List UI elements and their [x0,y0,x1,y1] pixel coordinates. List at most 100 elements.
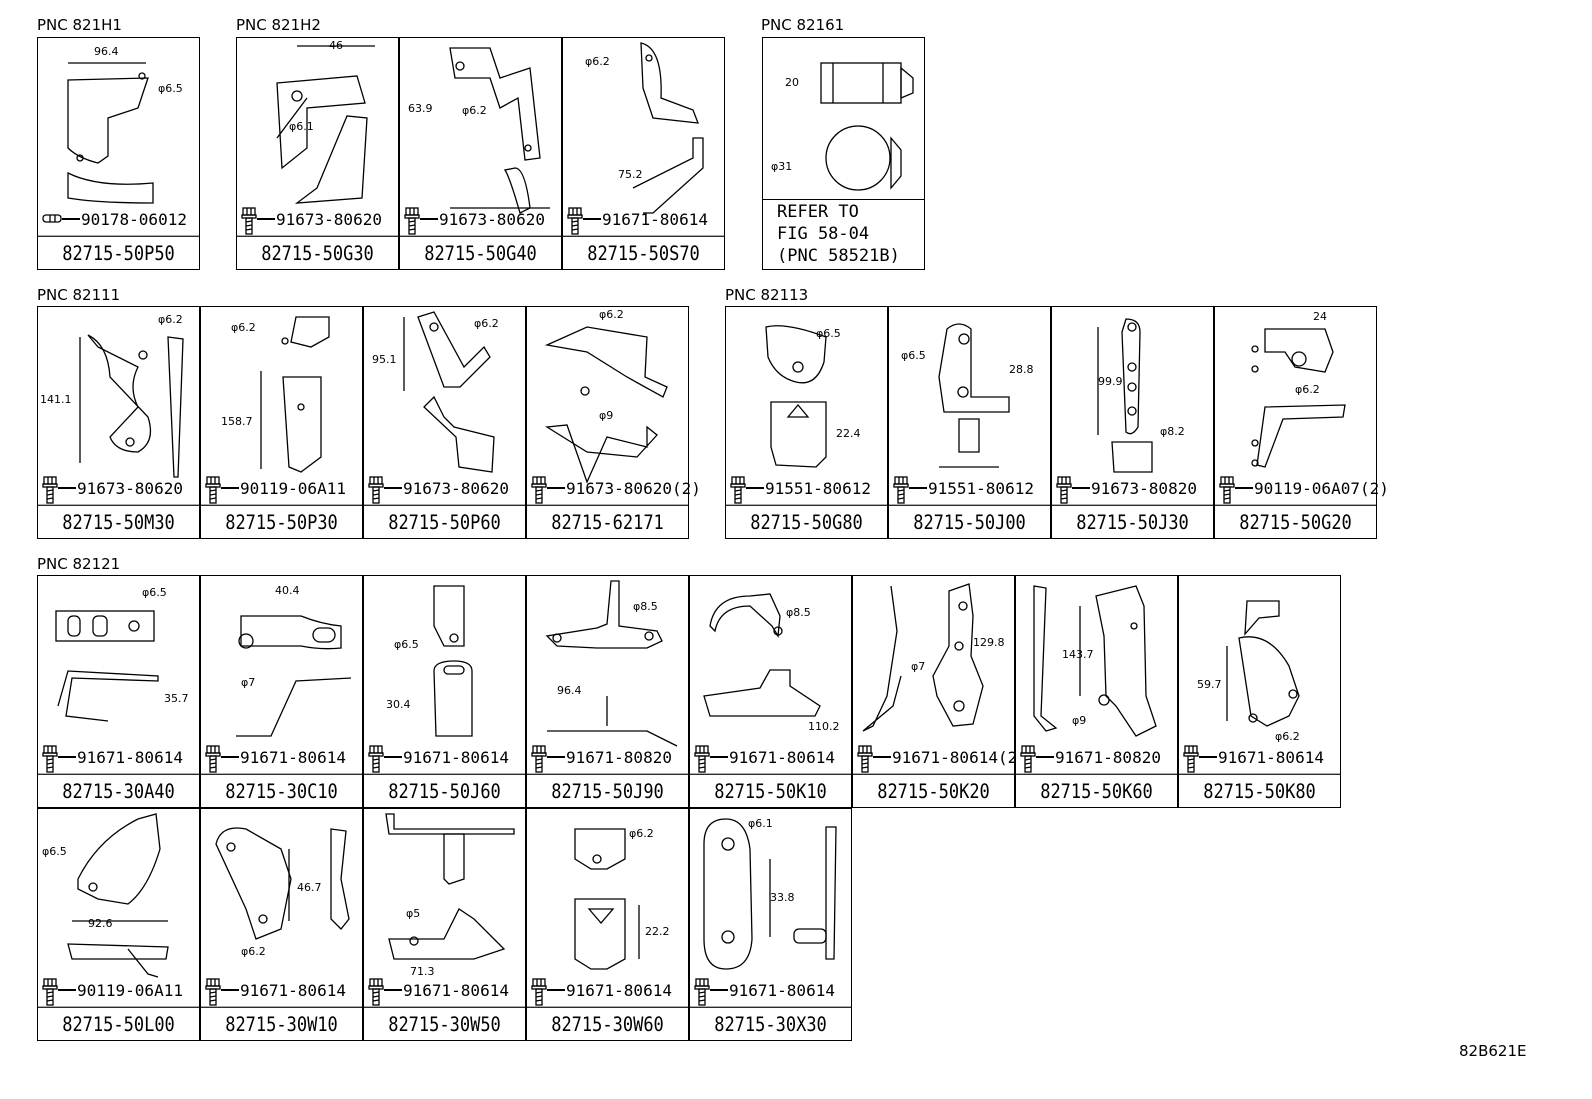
fastener-part-number: 91671-80614 [729,747,835,767]
dimension-label: φ6.5 [394,638,419,651]
dimension-label: 141.1 [40,393,72,406]
part-number-label: 82715-30A40 [38,773,199,810]
bracket-drawing-icon [1097,318,1153,473]
bracket-drawing-icon [765,325,827,468]
fastener-callout: 91671-80614 [531,978,672,1006]
part-number-label: 82715-30W60 [527,1006,688,1043]
fastener-part-number: 91671-80614 [602,209,708,229]
bracket-drawing-icon [276,45,375,204]
dimension-label: φ6.2 [231,321,256,334]
fastener-part-number: 91671-80614 [240,747,346,767]
fastener-callout: 91671-80820 [1020,745,1161,773]
fastener-callout: 91671-80614 [42,745,183,773]
dimension-label: 96.4 [94,45,119,58]
bracket-drawing-icon [862,583,984,732]
part-number-label: 82715-50G40 [400,235,561,272]
bracket-drawing-icon [236,615,352,737]
hex-flange-bolt-icon [205,978,221,1006]
fastener-callout: 91673-80620 [404,207,545,235]
part-number-label: 82715-50K10 [690,773,851,810]
dimension-label: φ6.2 [1295,383,1320,396]
group-label-82111: PNC 82111 [37,286,121,304]
fastener-part-number: 91671-80614 [566,980,672,1000]
fastener-part-number: 91671-80614(2) [892,747,1027,767]
dimension-label: 46.7 [297,881,322,894]
bracket-drawing-icon [545,580,678,747]
dimension-label: φ6.2 [1275,730,1300,743]
refer-note: REFER TO FIG 58-04 (PNC 58521B) [777,202,900,266]
fastener-callout: 91671-80614 [205,978,346,1006]
dimension-label: φ6.2 [462,104,487,117]
dimension-label: 63.9 [408,102,433,115]
fastener-callout: 91673-80620 [241,207,382,235]
dimension-label: φ9 [599,409,614,422]
fastener-part-number: 91673-80620 [439,209,545,229]
dimension-label: 30.4 [386,698,411,711]
dimension-label: φ6.2 [241,945,266,958]
fastener-callout: 90119-06A11 [42,978,183,1006]
fastener-callout: 91671-80820 [531,745,672,773]
divider [763,199,924,200]
hex-flange-bolt-icon [368,978,384,1006]
part-number-label: 82715-50M30 [38,504,199,541]
dimension-label: 110.2 [808,720,840,733]
part-number-label: 82715-30W50 [364,1006,525,1043]
hex-flange-bolt-icon [1020,745,1036,773]
fastener-callout: 90119-06A07(2) [1219,476,1389,504]
dimension-label: 143.7 [1062,648,1094,661]
dimension-label: φ6.2 [474,317,499,330]
hex-flange-bolt-icon [205,476,221,504]
fastener-callout: 91671-80614 [1183,745,1324,773]
dimension-label: φ8.5 [633,600,658,613]
fastener-part-number: 91673-80620 [77,478,183,498]
hex-flange-bolt-icon [694,978,710,1006]
hex-flange-bolt-icon [531,476,547,504]
hex-flange-bolt-icon [857,745,873,773]
bracket-drawing-icon [574,828,640,970]
dimension-label: 20 [785,76,799,89]
fastener-part-number: 91673-80620 [276,209,382,229]
fastener-part-number: 91671-80820 [566,747,672,767]
dimension-label: 96.4 [557,684,582,697]
part-number-label: 82715-50P60 [364,504,525,541]
hex-flange-bolt-icon [1183,745,1199,773]
bracket-drawing-icon [79,334,184,478]
dimension-label: φ6.5 [142,586,167,599]
hex-flange-bolt-icon [1056,476,1072,504]
dimension-label: 33.8 [770,891,795,904]
dimension-label: 129.8 [973,636,1005,649]
part-number-label: 82715-50J30 [1052,504,1213,541]
hex-flange-bolt-icon [404,207,420,235]
part-number-label: 82715-30C10 [201,773,362,810]
fastener-callout: 91673-80620 [42,476,183,504]
hex-flange-bolt-icon [42,745,58,773]
bracket-drawing-icon [403,311,495,473]
dimension-label: φ6.2 [158,313,183,326]
hex-flange-bolt-icon [531,978,547,1006]
part-number-label: 82715-50G30 [237,235,398,272]
dimension-label: φ6.2 [599,308,624,321]
dimension-label: φ6.5 [816,327,841,340]
dimension-label: 75.2 [618,168,643,181]
bracket-drawing-icon [1226,600,1300,727]
hex-flange-bolt-icon [241,207,257,235]
hex-flange-bolt-icon [730,476,746,504]
dimension-label: 24 [1313,310,1327,323]
fastener-part-number: 91673-80620 [403,478,509,498]
bracket-drawing-icon [820,62,914,191]
fastener-part-number: 91673-80620(2) [566,478,701,498]
fastener-callout: 91671-80614 [694,978,835,1006]
part-number-label: 82715-50J60 [364,773,525,810]
fastener-callout: 91551-80612 [730,476,871,504]
dimension-label: 22.2 [645,925,670,938]
fastener-part-number: 91551-80612 [765,478,871,498]
part-number-label: 82715-50J90 [527,773,688,810]
